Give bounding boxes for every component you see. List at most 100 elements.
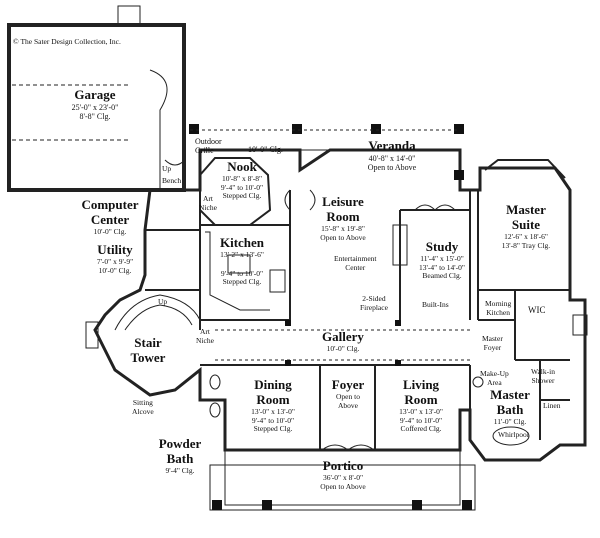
walk-in-shower-note: Walk-in Shower	[531, 367, 555, 385]
dining-clg1: 9'-4" to 10'-0"	[251, 415, 295, 425]
utility-dims: 7'-0" x 9'-9"	[96, 256, 134, 266]
master-bath-clg: 11'-0" Clg.	[493, 416, 527, 426]
entertainment-center-note: Entertainment Center	[334, 254, 377, 272]
gallery-name: Gallery	[322, 329, 364, 344]
walkin-line2: Shower	[531, 375, 555, 385]
living-name2: Room	[404, 391, 438, 407]
nook-name: Nook	[227, 159, 257, 174]
entertainment-line2: Center	[345, 262, 366, 272]
gallery-label: Gallery 10'-0" Clg.	[308, 329, 378, 354]
nook-bay	[199, 157, 272, 226]
utility-name: Utility	[97, 242, 133, 257]
entertainment-line1: Entertainment	[334, 254, 377, 263]
stair-tower-label: Stair Tower	[118, 335, 178, 366]
make-up-area-note: Make-Up Area	[480, 369, 509, 387]
veranda-edge	[190, 129, 460, 151]
kitchen-label: Kitchen 13'-2" x 13'-6" 9'-4" to 10'-0" …	[212, 235, 272, 287]
outdoor-grille-note: Outdoor Grille	[195, 137, 222, 155]
kitchen-name: Kitchen	[219, 235, 265, 250]
master-bath-name1: Master	[490, 387, 530, 402]
computer-clg: 10'-0" Clg.	[93, 226, 127, 236]
stair-name1: Stair	[134, 335, 162, 350]
foyer-label: Foyer Open to Above	[322, 377, 374, 410]
outdoor-grille-line1: Outdoor	[195, 137, 222, 146]
garage-clg: 8'-8" Clg.	[79, 112, 111, 122]
leisure-name2: Room	[326, 208, 360, 224]
portico-clg: Open to Above	[320, 481, 366, 491]
leisure-dims: 15'-8" x 19'-8"	[321, 223, 365, 233]
stair-name2: Tower	[130, 349, 166, 365]
bench-note: Bench	[162, 176, 182, 185]
master-foyer-note: Master Foyer	[482, 334, 503, 352]
living-clg2: Coffered Clg.	[400, 424, 442, 434]
nook-clg2: Stepped Clg.	[222, 191, 262, 201]
nook-clg1: 9'-4" to 10'-0"	[220, 182, 264, 192]
morning-line2: Kitchen	[486, 307, 510, 317]
veranda-label: Veranda 40'-8" x 14'-0" Open to Above	[352, 138, 432, 173]
art-niche-1-line1: Art	[202, 194, 213, 203]
doors	[164, 159, 456, 451]
fireplace	[392, 224, 408, 266]
art-niche-2-line1: Art	[199, 327, 210, 336]
portico	[209, 449, 476, 511]
up-note-stair: Up	[158, 297, 168, 306]
powder-clg: 9'-4" Clg.	[165, 465, 195, 475]
kitchen-counters	[205, 231, 286, 311]
kitchen-clg2: Stepped Clg.	[222, 277, 262, 287]
veranda-dims: 40'-8" x 14'-0"	[368, 153, 416, 163]
nook-label: Nook 10'-8" x 8'-8" 9'-4" to 10'-0" Step…	[212, 159, 272, 201]
kitchen-clg1: 9'-4" to 10'-0"	[220, 268, 264, 278]
dining-name1: Dining	[254, 377, 292, 392]
study-clg2: Beamed Clg.	[422, 271, 462, 281]
master-suite-dims: 12'-6" x 18'-6"	[504, 231, 548, 241]
leisure-label: Leisure Room 15'-8" x 19'-8" Open to Abo…	[305, 194, 381, 242]
garage-dims: 25'-0" x 23'-0"	[71, 102, 119, 112]
makeup-line2: Area	[487, 377, 502, 387]
kitchen-dims: 13'-2" x 13'-6"	[220, 249, 264, 259]
morning-kitchen-note: Morning Kitchen	[485, 299, 512, 317]
leisure-clg: Open to Above	[320, 232, 366, 242]
foyer-clg2: Above	[338, 400, 358, 410]
sitting-alcove-note: Sitting Alcove	[132, 398, 154, 416]
master-foyer-line1: Master	[482, 334, 503, 343]
garage-label: Garage 25'-0" x 23'-0" 8'-8" Clg.	[55, 87, 135, 122]
computer-center-label: Computer Center 10'-0" Clg.	[70, 197, 150, 237]
dining-dims: 13'-0" x 13'-0"	[251, 406, 295, 416]
whirlpool-note: Whirlpool	[498, 430, 529, 439]
sitting-line1: Sitting	[132, 398, 153, 407]
foyer-name: Foyer	[331, 377, 365, 392]
veranda-clg: Open to Above	[367, 163, 417, 173]
art-niche-note-1: Art Niche	[199, 194, 217, 212]
utility-label: Utility 7'-0" x 9'-9" 10'-0" Clg.	[85, 242, 145, 275]
veranda-columns	[189, 124, 464, 180]
foyer-clg1: Open to	[336, 391, 360, 401]
fireplace-line2: Fireplace	[360, 302, 388, 312]
master-suite-clg: 13'-8" Tray Clg.	[501, 240, 551, 250]
dining-name2: Room	[256, 391, 290, 407]
veranda-ceiling-note: 10'-0" Clg.	[248, 145, 283, 154]
dining-clg2: Stepped Clg.	[253, 424, 293, 434]
sitting-line2: Alcove	[132, 406, 154, 416]
master-bath-fixtures	[472, 314, 588, 446]
portico-label: Portico 36'-0" x 8'-0" Open to Above	[305, 458, 381, 491]
morning-line1: Morning	[485, 299, 512, 308]
garage-name: Garage	[74, 87, 116, 102]
linen-note: Linen	[543, 401, 561, 410]
veranda-name: Veranda	[368, 138, 416, 153]
fireplace-note: 2-Sided Fireplace	[360, 294, 388, 312]
study-label: Study 11'-4" x 15'-0" 13'-4" to 14'-0" B…	[412, 239, 472, 281]
interior-walls	[145, 189, 570, 450]
study-name: Study	[425, 239, 459, 254]
master-suite-name2: Suite	[511, 216, 541, 232]
utility-clg: 10'-0" Clg.	[98, 265, 132, 275]
living-dims: 13'-0" x 13'-0"	[399, 406, 443, 416]
study-dims: 11'-4" x 15'-0"	[420, 253, 464, 263]
computer-name2: Center	[90, 211, 130, 227]
computer-name1: Computer	[81, 197, 139, 212]
living-label: Living Room 13'-0" x 13'-0" 9'-4" to 10'…	[385, 377, 457, 434]
walkin-line1: Walk-in	[531, 367, 555, 376]
master-suite-bay	[478, 159, 570, 291]
powder-name2: Bath	[166, 450, 194, 466]
leisure-columns	[285, 320, 401, 366]
